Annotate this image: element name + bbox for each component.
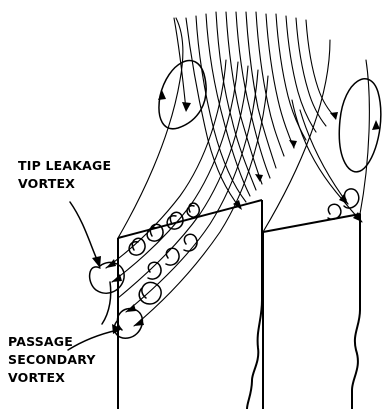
- left-blade: [118, 18, 262, 409]
- left-blade-trailing-edge: [247, 200, 262, 409]
- streamlines-top: [174, 12, 336, 208]
- right-blade: [262, 40, 369, 409]
- right-blade-outline: [263, 214, 360, 409]
- right-blade-pressure-side: [360, 60, 369, 214]
- right-blade-suction-side: [263, 40, 330, 232]
- label-tip-leakage-line1: TIP LEAKAGE: [18, 158, 111, 173]
- left-upper-loop: [159, 61, 206, 129]
- leader-arrows: [68, 202, 122, 350]
- label-passage-line1: PASSAGE: [8, 334, 73, 349]
- label-tip-leakage-line2: VORTEX: [18, 176, 75, 191]
- passage-vortex-leader: [68, 330, 118, 350]
- tip-leakage-leader: [70, 202, 98, 262]
- streamlines-sweep: [106, 60, 362, 326]
- label-passage-line3: VORTEX: [8, 370, 65, 385]
- label-passage-line2: SECONDARY: [8, 352, 96, 367]
